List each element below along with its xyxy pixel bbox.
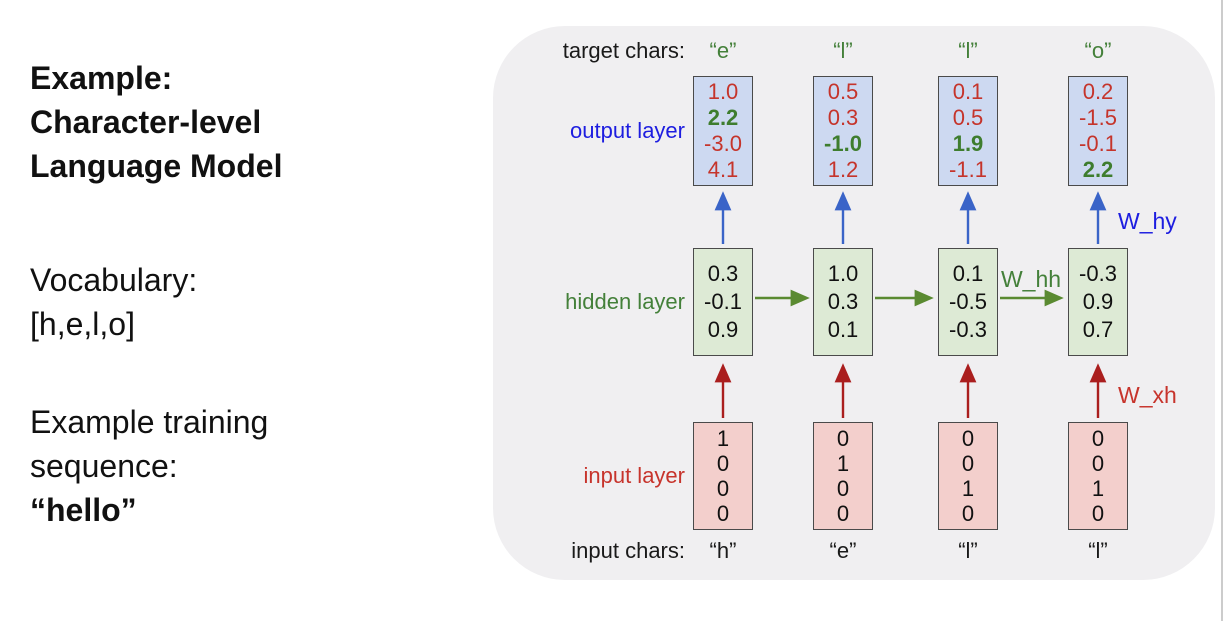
output-value: -1.1 xyxy=(949,157,987,182)
output-vector-box: 0.2 -1.5 -0.1 2.2 xyxy=(1068,76,1128,186)
input-vector-box: 1 0 0 0 xyxy=(693,422,753,530)
input-value: 0 xyxy=(836,426,850,451)
title-line-2: Character-level xyxy=(30,104,262,140)
input-value: 0 xyxy=(836,476,850,501)
input-value: 1 xyxy=(961,476,975,501)
target-char: “l” xyxy=(833,38,853,63)
input-value: 1 xyxy=(1091,476,1105,501)
input-value: 1 xyxy=(716,426,730,451)
output-vector-box: 0.5 0.3 -1.0 1.2 xyxy=(813,76,873,186)
output-value: 0.2 xyxy=(1082,79,1114,104)
hidden-value: 0.7 xyxy=(1082,317,1114,342)
hidden-value: 1.0 xyxy=(827,261,859,286)
vocabulary-label: Vocabulary: xyxy=(30,262,198,298)
output-vector-box: 1.0 2.2 -3.0 4.1 xyxy=(693,76,753,186)
timestep-column-4: “o” 0.2 -1.5 -0.1 2.2 -0.3 0.9 0.7 0 0 1… xyxy=(1068,26,1128,580)
screen-right-edge-line xyxy=(1221,0,1223,621)
input-chars-label: input chars: xyxy=(571,538,685,563)
output-value: -3.0 xyxy=(704,131,742,156)
timestep-column-3: “l” 0.1 0.5 1.9 -1.1 0.1 -0.5 -0.3 0 0 1… xyxy=(938,26,998,580)
input-value: 0 xyxy=(716,501,730,526)
input-vector-box: 0 0 1 0 xyxy=(938,422,998,530)
output-value: 2.2 xyxy=(707,105,739,130)
hidden-vector-box: 0.3 -0.1 0.9 xyxy=(693,248,753,356)
input-value: 0 xyxy=(1091,501,1105,526)
hidden-value: -0.5 xyxy=(949,289,987,314)
hidden-value: 0.3 xyxy=(707,261,739,286)
training-line-1: Example training xyxy=(30,404,269,440)
vocabulary-text: Vocabulary: [h,e,l,o] xyxy=(30,258,197,346)
input-value: 0 xyxy=(836,501,850,526)
output-value: 4.1 xyxy=(707,157,739,182)
hidden-vector-box: -0.3 0.9 0.7 xyxy=(1068,248,1128,356)
hidden-value: -0.3 xyxy=(1079,261,1117,286)
target-chars-label: target chars: xyxy=(562,38,685,63)
timestep-column-1: “e” 1.0 2.2 -3.0 4.1 0.3 -0.1 0.9 1 0 0 … xyxy=(693,26,753,580)
output-value: 0.3 xyxy=(827,105,859,130)
output-value: 1.9 xyxy=(952,131,984,156)
title-line-1: Example: xyxy=(30,60,173,96)
slide-title: Example: Character-level Language Model xyxy=(30,56,282,188)
title-line-3: Language Model xyxy=(30,148,283,184)
input-layer-label: input layer xyxy=(583,463,685,488)
input-value: 0 xyxy=(716,451,730,476)
output-layer-label: output layer xyxy=(570,118,685,143)
timestep-column-2: “l” 0.5 0.3 -1.0 1.2 1.0 0.3 0.1 0 1 0 0… xyxy=(813,26,873,580)
input-char: “l” xyxy=(958,538,978,563)
input-char: “l” xyxy=(1088,538,1108,563)
output-value: 2.2 xyxy=(1082,157,1114,182)
output-value: 0.5 xyxy=(952,105,984,130)
target-char: “o” xyxy=(1084,38,1112,63)
output-value: -0.1 xyxy=(1079,131,1117,156)
input-value: 1 xyxy=(836,451,850,476)
hidden-value: 0.1 xyxy=(827,317,859,342)
hidden-value: -0.1 xyxy=(704,289,742,314)
hidden-value: 0.9 xyxy=(1082,289,1114,314)
hidden-value: 0.3 xyxy=(827,289,859,314)
output-value: -1.5 xyxy=(1079,105,1117,130)
hidden-value: 0.1 xyxy=(952,261,984,286)
target-char: “e” xyxy=(709,38,737,63)
input-value: 0 xyxy=(961,426,975,451)
training-sequence-text: Example training sequence: “hello” xyxy=(30,400,268,532)
hidden-value: -0.3 xyxy=(949,317,987,342)
training-sequence-value: “hello” xyxy=(30,492,137,528)
output-value: 1.2 xyxy=(827,157,859,182)
input-vector-box: 0 1 0 0 xyxy=(813,422,873,530)
weight-xh-label: W_xh xyxy=(1118,382,1177,408)
input-value: 0 xyxy=(1091,426,1105,451)
input-value: 0 xyxy=(716,476,730,501)
input-vector-box: 0 0 1 0 xyxy=(1068,422,1128,530)
hidden-layer-label: hidden layer xyxy=(565,289,685,314)
vocabulary-set: [h,e,l,o] xyxy=(30,306,135,342)
weight-hy-label: W_hy xyxy=(1118,208,1177,234)
input-value: 0 xyxy=(1091,451,1105,476)
output-value: 0.5 xyxy=(827,79,859,104)
training-line-2: sequence: xyxy=(30,448,178,484)
hidden-vector-box: 1.0 0.3 0.1 xyxy=(813,248,873,356)
rnn-diagram-panel: target chars: output layer hidden layer … xyxy=(493,26,1215,580)
hidden-value: 0.9 xyxy=(707,317,739,342)
hidden-vector-box: 0.1 -0.5 -0.3 xyxy=(938,248,998,356)
target-char: “l” xyxy=(958,38,978,63)
output-value: 0.1 xyxy=(952,79,984,104)
input-value: 0 xyxy=(961,501,975,526)
input-char: “h” xyxy=(709,538,737,563)
output-vector-box: 0.1 0.5 1.9 -1.1 xyxy=(938,76,998,186)
weight-hh-label: W_hh xyxy=(1000,266,1062,292)
output-value: -1.0 xyxy=(824,131,862,156)
output-value: 1.0 xyxy=(707,79,739,104)
input-value: 0 xyxy=(961,451,975,476)
input-char: “e” xyxy=(829,538,857,563)
